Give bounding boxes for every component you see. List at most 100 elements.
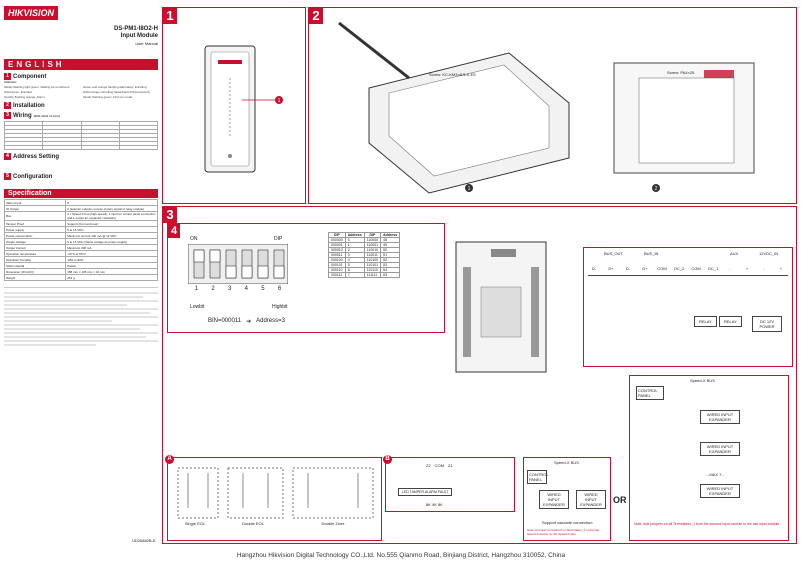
panel-1: 1 1 — [162, 7, 306, 204]
dip-table-cell: 111111 — [363, 272, 382, 278]
svg-text:1: 1 — [468, 186, 471, 192]
dc-in-label: 12VDC_IN — [759, 251, 779, 256]
indicator-grid: Slowly flashing light green: Waiting for… — [4, 85, 158, 99]
arrow-icon: ➔ — [246, 319, 252, 325]
switch-number: 1 — [194, 286, 198, 292]
spec-value: 251 g — [65, 274, 158, 281]
section-number: 1 — [4, 73, 11, 80]
terminal-label: - — [729, 266, 731, 271]
single-eol-label: Single EOL — [184, 521, 206, 526]
indicator-item: Quickly flashing orange: Alarm — [4, 95, 45, 99]
speedx-title: Speed-X BUS — [554, 460, 579, 465]
switch-number: 5 — [261, 286, 265, 292]
dip-table-cell: 000100 — [328, 257, 346, 263]
section-component: 1 Component — [4, 73, 158, 80]
indicator-item: Green and orange flashing alternately: E… — [83, 85, 147, 89]
terminal-label: COM — [691, 266, 701, 271]
dip-table-cell: 000001 — [328, 242, 346, 248]
section-wiring: 3 Wiring (EOL=End of Line) — [4, 112, 158, 119]
page-footer: Hangzhou Hikvision Digital Technology CO… — [236, 552, 566, 559]
model-block: DS-PM1-I8O2-H Input Module User Manual — [4, 26, 158, 47]
language-bar: ENGLISH — [4, 59, 158, 70]
dip-table-cell: 63 — [380, 272, 401, 278]
section-number: 2 — [4, 102, 11, 109]
bin-address-formula: BIN=000011 ➔ Address=3 — [208, 318, 285, 325]
expander-box: WIRED INPUT EXPANDER — [700, 442, 740, 456]
relay-box-a: RELAY — [694, 316, 717, 327]
specification-bar: Specification — [4, 189, 158, 198]
bus-out-label: BUS_OUT — [604, 251, 623, 256]
terminal-label: OC_2 — [673, 266, 685, 271]
dip-table-header: Address — [380, 232, 401, 238]
svg-text:2: 2 — [655, 186, 658, 192]
max-label: ...MAX 7... — [706, 472, 725, 477]
expander-box: WIRED INPUT EXPANDER — [700, 484, 740, 498]
section-installation: 2 Installation — [4, 102, 158, 109]
switch-number: 4 — [244, 286, 248, 292]
terminal-label: D- — [625, 266, 631, 271]
highbit-label: Highbit — [272, 304, 288, 310]
panel-a-badge: A — [165, 455, 174, 464]
or-label: OR — [613, 495, 627, 505]
left-column: HIKVISION DS-PM1-I8O2-H Input Module Use… — [3, 6, 159, 554]
cascade-caption: Support cascade connection — [542, 520, 593, 525]
section-title: Installation — [13, 102, 45, 109]
dip-table-cell: 000000 — [328, 237, 346, 243]
screw-label-a: Screw: KC-KM3×8.5-S-E5 — [429, 72, 476, 77]
aux-label: AUX — [730, 251, 739, 256]
panel-number: 2 — [309, 8, 323, 24]
indicator-label: Indicator — [4, 80, 17, 84]
section-title: Configuration — [13, 173, 53, 180]
section-number: 5 — [4, 173, 11, 180]
speedx-title: Speed-X BUS — [690, 378, 715, 383]
switch-number: 6 — [277, 286, 282, 292]
screw-label-b: Screw: PA4×25 — [667, 70, 695, 75]
terminal-label: - — [763, 266, 765, 271]
panel-number: 3 — [163, 207, 177, 223]
panel-b: B Z2 COM Z1 LED TAMPER ALARM FAULT 8K 4K… — [383, 455, 515, 512]
panel-b-badge: B — [383, 455, 392, 464]
terminal-label: D+ — [608, 266, 614, 271]
terminal-com: COM — [434, 463, 445, 468]
address-value: Address=3 — [256, 318, 285, 324]
relay-box-b: RELAY — [719, 316, 742, 327]
panel-number: 1 — [163, 8, 177, 24]
dip-table-cell: 000111 — [328, 272, 346, 278]
double-zone-label: Double Zone — [321, 521, 345, 526]
manual-label: User Manual — [135, 41, 158, 46]
dip-label: DIP — [274, 236, 283, 242]
section-number: 4 — [4, 153, 11, 160]
expander-box: WIRED INPUT EXPANDER — [539, 490, 569, 509]
hikvision-logo: HIKVISION — [4, 6, 58, 20]
section-address: 4 Address Setting — [4, 153, 158, 160]
dip-switch-illustration — [188, 244, 288, 284]
control-panel-box: CONTROL PANEL — [636, 386, 664, 400]
panel-3: 3 BUS_OUT BUS_IN AUX 12VDC_IN D-D+D-D+CO… — [162, 206, 797, 544]
on-label: ON — [190, 236, 198, 242]
terminal-z1: Z1 — [448, 463, 453, 468]
panel-b-terminals: Z2 COM Z1 — [426, 463, 453, 468]
dip-table-cell: 000010 — [328, 247, 346, 253]
dip-table-header: Address — [344, 232, 365, 238]
section-configuration: 5 Configuration — [4, 173, 158, 180]
section-title: Address Setting — [13, 153, 60, 160]
double-eol-label: Double EOL — [242, 521, 264, 526]
terminal-z2: Z2 — [426, 463, 431, 468]
terminal-label: + — [745, 266, 749, 271]
svg-text:1: 1 — [278, 98, 281, 104]
control-panel-box: CONTROL PANEL — [527, 470, 549, 484]
indicator-item: Slowly flashing light green: Waiting for… — [4, 85, 70, 89]
wiring-suffix: (EOL=End of Line) — [33, 113, 60, 118]
terminal-label: COM — [657, 266, 667, 271]
